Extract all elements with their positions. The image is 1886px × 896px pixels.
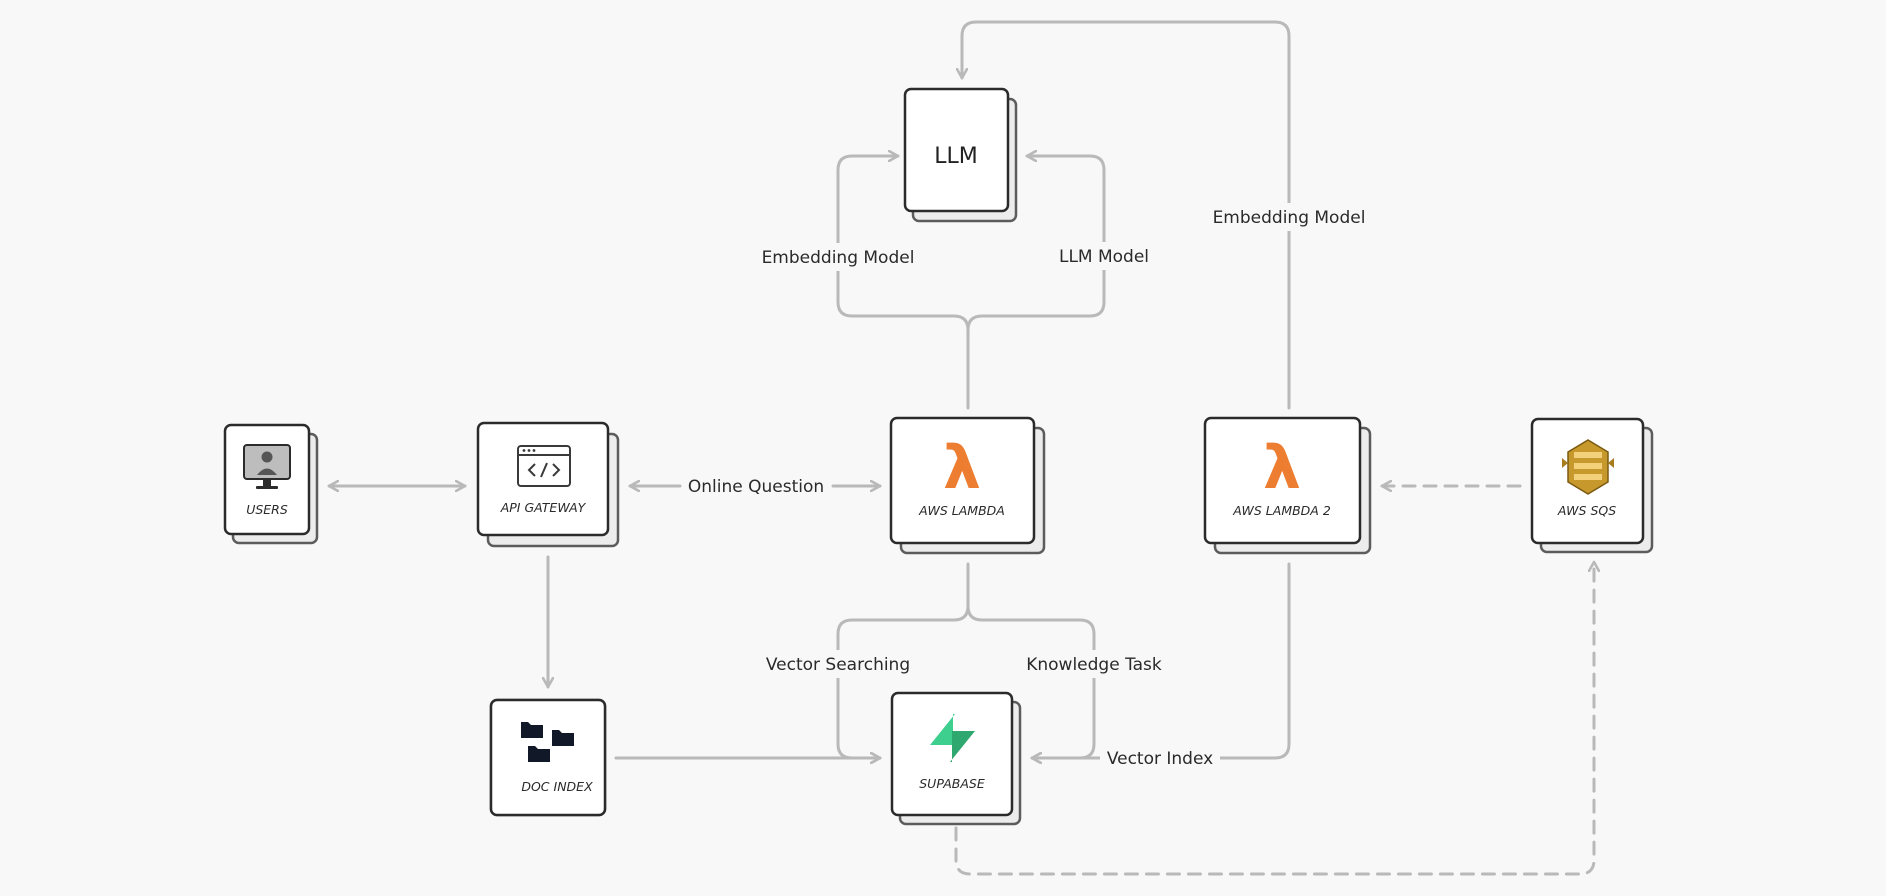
node-label-aws-lambda-2: AWS LAMBDA 2 (1232, 503, 1331, 518)
edge-supabase-sqs (954, 560, 1594, 876)
lambda-icon: λ (1263, 433, 1301, 503)
node-supabase[interactable]: SUPABASE (890, 691, 1022, 826)
edge-label-vector-searching: Vector Searching (766, 655, 910, 675)
label-bg (1205, 203, 1373, 231)
edge-label-knowledge-task: Knowledge Task (1026, 655, 1162, 675)
node-label-aws-lambda: AWS LAMBDA (918, 503, 1005, 518)
edge-lambda-supabase-vector-searching (836, 562, 970, 758)
node-label-supabase: SUPABASE (919, 776, 985, 791)
supabase-bolt-icon (930, 714, 975, 762)
edge-label-online-question: Online Question (688, 477, 824, 497)
edge-labels: Embedding Model LLM Model Embedding Mode… (688, 203, 1373, 772)
node-api-gateway[interactable]: API GATEWAY (476, 421, 620, 548)
edge-lambda2-supabase-vector-index (1030, 562, 1291, 758)
edge-lambda-llm-model (966, 156, 1106, 332)
node-label-api-gateway: API GATEWAY (500, 500, 587, 515)
node-aws-lambda[interactable]: λ AWS LAMBDA (889, 416, 1046, 555)
edge-lambda2-llm-embedding (962, 20, 1291, 410)
node-label-aws-sqs: AWS SQS (1557, 503, 1616, 518)
node-label-llm: LLM (934, 144, 978, 169)
sqs-queue-icon (1562, 439, 1614, 495)
label-bg (754, 243, 922, 271)
edge-lambda-llm-fork (836, 156, 970, 410)
monitor-user-icon (243, 444, 291, 489)
edges (327, 20, 1594, 876)
edge-label-embedding-model-left: Embedding Model (762, 248, 915, 268)
node-doc-index[interactable]: DOC INDEX (489, 698, 607, 817)
node-llm[interactable]: LLM (903, 87, 1018, 223)
node-aws-sqs[interactable]: AWS SQS (1530, 417, 1654, 554)
edge-lambda-supabase-knowledge-task (966, 604, 1096, 758)
node-label-doc-index: DOC INDEX (521, 779, 593, 794)
node-aws-lambda-2[interactable]: λ AWS LAMBDA 2 (1203, 416, 1372, 555)
label-bg (1050, 242, 1160, 270)
node-users[interactable]: USERS (223, 423, 319, 545)
label-bg (1018, 650, 1170, 678)
lambda-icon: λ (943, 433, 981, 503)
label-bg (756, 650, 920, 678)
label-bg (1100, 744, 1220, 772)
edge-label-vector-index: Vector Index (1107, 749, 1213, 769)
edge-label-llm-model: LLM Model (1059, 247, 1149, 267)
node-label-users: USERS (246, 502, 288, 517)
folders-icon (521, 722, 574, 762)
code-window-icon (517, 445, 571, 487)
edge-label-embedding-model-right: Embedding Model (1213, 208, 1366, 228)
